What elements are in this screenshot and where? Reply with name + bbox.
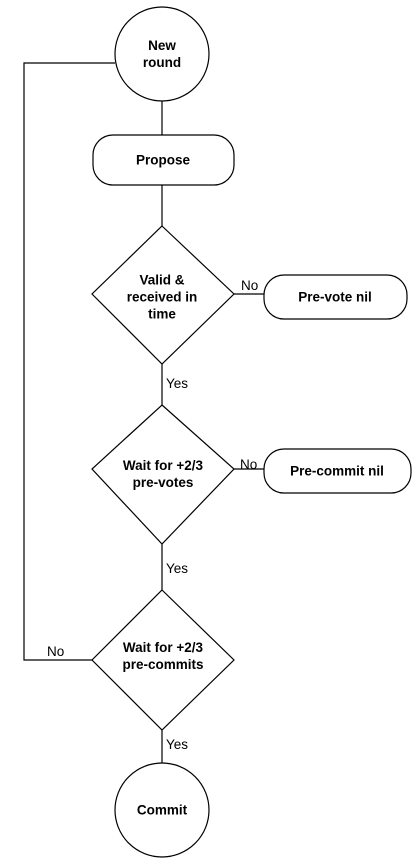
propose-label: Propose: [135, 152, 191, 168]
precommit-nil-label: Pre-commit nil: [290, 463, 384, 479]
connector-precommits-loop-newround: [23, 62, 115, 661]
prevotes-no-label: No: [240, 457, 258, 472]
commit-label: Commit: [136, 802, 188, 818]
wait-prevotes-label: Wait for +2/3 pre-votes: [122, 458, 204, 490]
wait-precommits-label: Wait for +2/3 pre-commits: [122, 640, 204, 672]
prevotes-yes-label: Yes: [166, 561, 189, 576]
prevote-nil-node-shape: [263, 274, 408, 320]
prevote-nil-label: Pre-vote nil: [298, 289, 372, 305]
valid-received-label: Valid & received in time: [126, 272, 198, 322]
precommits-no-label: No: [47, 644, 65, 659]
precommit-nil-node-shape: [263, 448, 412, 494]
new-round-label: New round: [142, 38, 182, 70]
precommits-yes-label: Yes: [166, 737, 189, 752]
valid-no-label: No: [241, 278, 259, 293]
valid-yes-label: Yes: [166, 376, 189, 391]
propose-node-shape: [92, 134, 235, 186]
